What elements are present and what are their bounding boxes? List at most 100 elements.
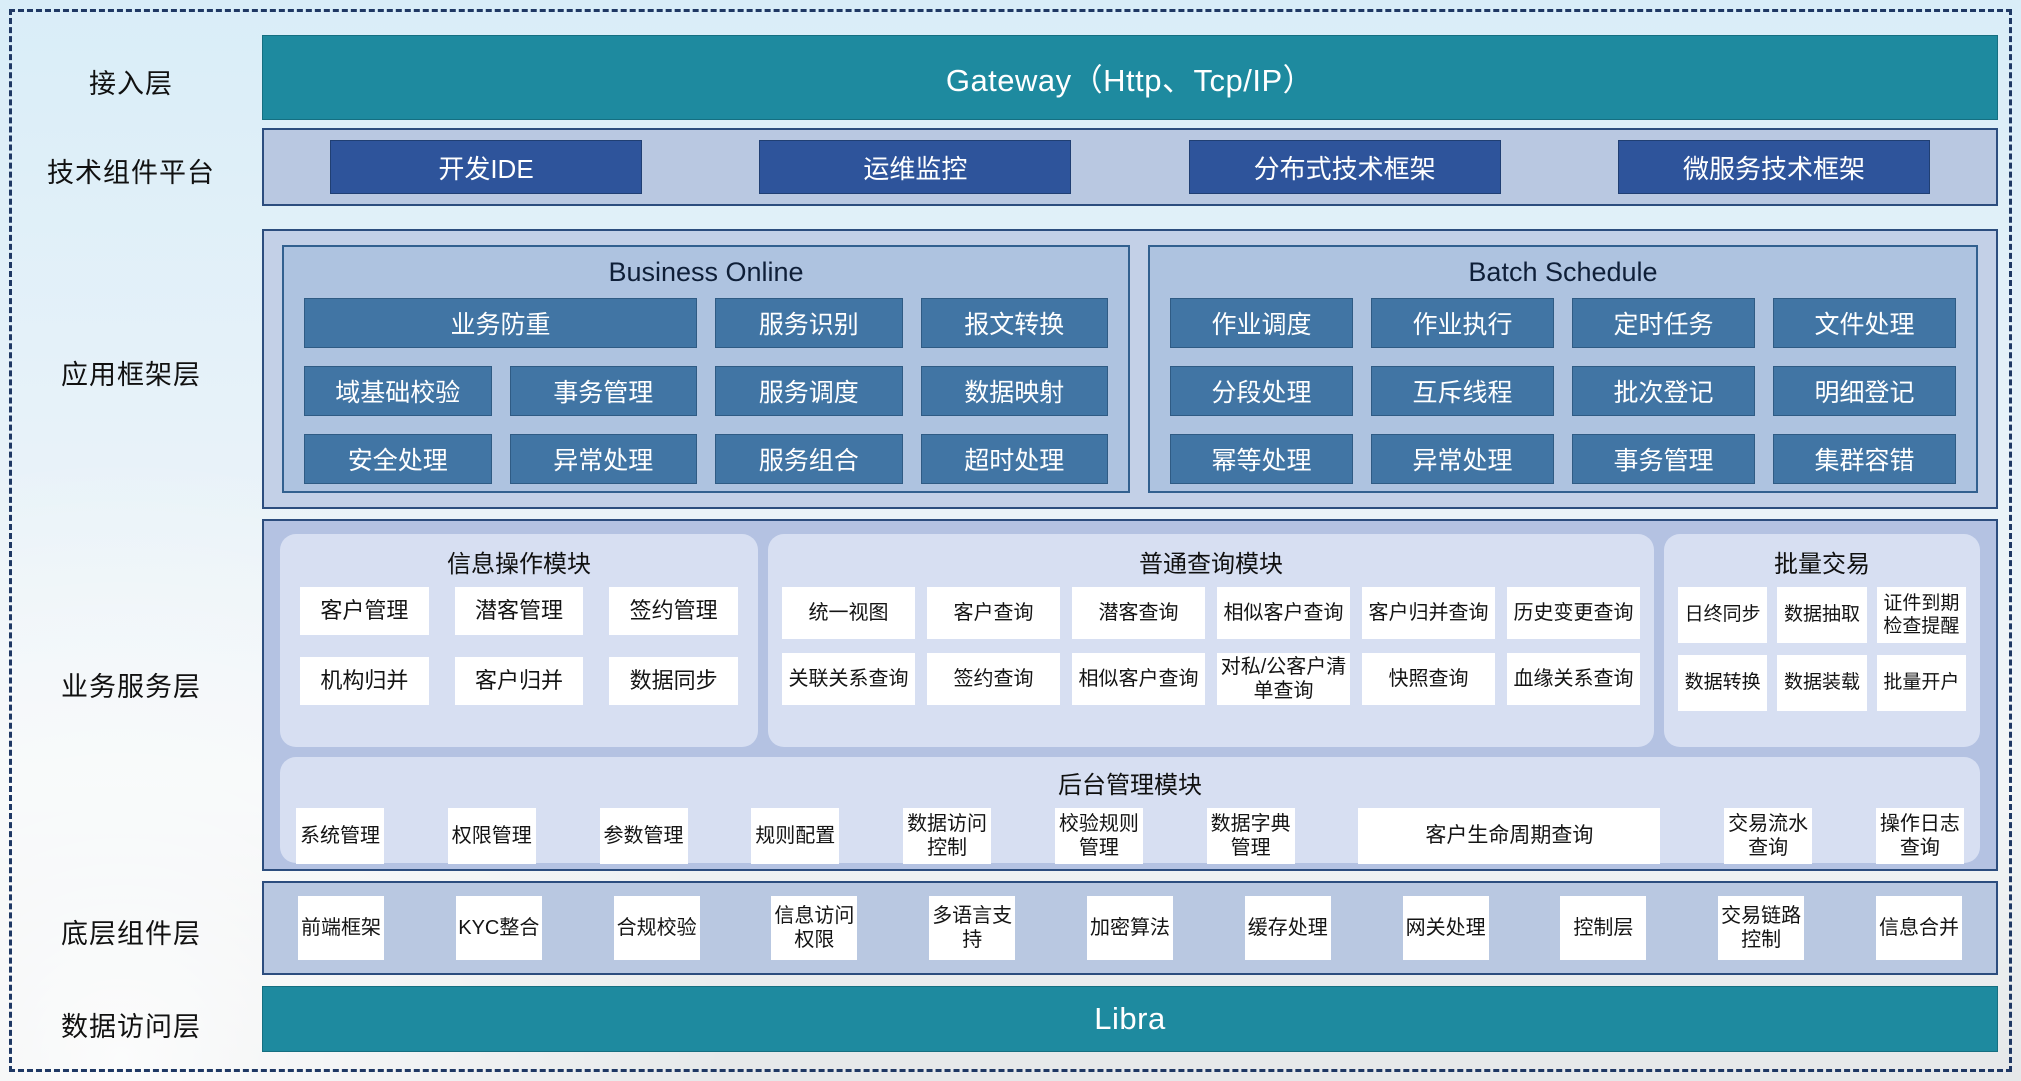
batch-transaction-block: 数据转换 bbox=[1678, 655, 1768, 711]
info-operation-module-panel: 信息操作模块 客户管理潜客管理签约管理机构归并客户归并数据同步 bbox=[280, 534, 758, 747]
backend-management-block: 数据访问控制 bbox=[903, 808, 992, 864]
info-operation-module-grid: 客户管理潜客管理签约管理机构归并客户归并数据同步 bbox=[294, 587, 744, 705]
tech-platform-block: 分布式技术框架 bbox=[1188, 140, 1501, 194]
base-component-block: 信息访问权限 bbox=[771, 896, 858, 960]
batch-schedule-panel: Batch Schedule 作业调度作业执行定时任务文件处理分段处理互斥线程批… bbox=[1148, 245, 1978, 493]
backend-management-block: 权限管理 bbox=[447, 808, 536, 864]
base-component-block: 缓存处理 bbox=[1244, 896, 1331, 960]
business-online-block: 服务识别 bbox=[715, 298, 903, 348]
base-component-block: 前端框架 bbox=[298, 896, 384, 960]
business-online-block: 域基础校验 bbox=[304, 366, 492, 416]
layer-label-data-access: 数据访问层 bbox=[61, 1012, 201, 1042]
business-online-title: Business Online bbox=[608, 257, 804, 287]
batch-schedule-block: 定时任务 bbox=[1572, 298, 1755, 348]
layer-label-business-service: 业务服务层 bbox=[61, 672, 201, 702]
business-online-grid: 业务防重服务识别报文转换域基础校验事务管理服务调度数据映射安全处理异常处理服务组… bbox=[304, 298, 1108, 484]
layer-label-access: 接入层 bbox=[89, 69, 173, 99]
general-query-block: 相似客户查询 bbox=[1217, 587, 1350, 639]
general-query-block: 潜客查询 bbox=[1072, 587, 1205, 639]
batch-schedule-grid: 作业调度作业执行定时任务文件处理分段处理互斥线程批次登记明细登记幂等处理异常处理… bbox=[1170, 298, 1956, 484]
batch-schedule-block: 批次登记 bbox=[1572, 366, 1755, 416]
batch-schedule-block: 异常处理 bbox=[1371, 434, 1554, 484]
info-operation-block: 客户归并 bbox=[454, 657, 584, 705]
info-operation-block: 数据同步 bbox=[609, 657, 738, 705]
batch-schedule-title: Batch Schedule bbox=[1468, 257, 1658, 287]
batch-schedule-block: 事务管理 bbox=[1572, 434, 1755, 484]
general-query-block: 客户查询 bbox=[927, 587, 1060, 639]
batch-transaction-block: 数据抽取 bbox=[1777, 587, 1867, 643]
base-component-block: KYC整合 bbox=[455, 896, 542, 960]
business-online-block: 业务防重 bbox=[304, 298, 697, 348]
base-component-block: 多语言支持 bbox=[929, 896, 1016, 960]
general-query-module-title: 普通查询模块 bbox=[1139, 551, 1283, 578]
gateway-bar-text: Gateway（Http、Tcp/IP） bbox=[945, 63, 1315, 98]
layer-label-tech-platform: 技术组件平台 bbox=[47, 158, 215, 188]
backend-management-panel: 后台管理模块 系统管理权限管理参数管理规则配置数据访问控制校验规则管理数据字典管… bbox=[280, 757, 1980, 864]
business-online-block: 事务管理 bbox=[509, 366, 697, 416]
backend-management-block: 校验规则管理 bbox=[1054, 808, 1143, 864]
business-service-top-row: 信息操作模块 客户管理潜客管理签约管理机构归并客户归并数据同步 普通查询模块 统… bbox=[280, 534, 1980, 747]
tech-platform-block: 运维监控 bbox=[759, 140, 1072, 194]
tech-platform-block: 开发IDE bbox=[330, 140, 642, 194]
business-online-block: 异常处理 bbox=[509, 434, 697, 484]
batch-transaction-title: 批量交易 bbox=[1774, 551, 1870, 578]
batch-transaction-grid: 日终同步数据抽取证件到期检查提醒数据转换数据装载批量开户 bbox=[1678, 587, 1966, 711]
general-query-block: 签约查询 bbox=[927, 653, 1060, 705]
backend-management-title: 后台管理模块 bbox=[1058, 772, 1202, 799]
business-online-block: 报文转换 bbox=[920, 298, 1108, 348]
base-component-block: 合规校验 bbox=[613, 896, 700, 960]
tech-platform-container: 开发IDE 运维监控 分布式技术框架 微服务技术框架 bbox=[262, 128, 1998, 206]
batch-schedule-block: 幂等处理 bbox=[1170, 434, 1353, 484]
info-operation-module-title: 信息操作模块 bbox=[447, 551, 591, 578]
backend-management-block: 操作日志查询 bbox=[1875, 808, 1964, 864]
tech-platform-block: 微服务技术框架 bbox=[1617, 140, 1930, 194]
info-operation-block: 机构归并 bbox=[300, 657, 429, 705]
base-components-container: 前端框架 KYC整合 合规校验 信息访问权限 多语言支持 加密算法 缓存处理 网关处理 控制层 交… bbox=[262, 881, 1998, 975]
business-online-block: 服务调度 bbox=[715, 366, 903, 416]
general-query-block: 血缘关系查询 bbox=[1507, 653, 1640, 705]
layer-label-app-framework: 应用框架层 bbox=[61, 360, 201, 390]
layer-label-base-components: 底层组件层 bbox=[61, 919, 201, 949]
backend-management-block: 交易流水查询 bbox=[1724, 808, 1813, 864]
general-query-block: 相似客户查询 bbox=[1072, 653, 1205, 705]
business-online-panel: Business Online 业务防重服务识别报文转换域基础校验事务管理服务调… bbox=[282, 245, 1130, 493]
info-operation-block: 客户管理 bbox=[300, 587, 429, 635]
app-framework-container: Business Online 业务防重服务识别报文转换域基础校验事务管理服务调… bbox=[262, 229, 1998, 509]
libra-bar-text: Libra bbox=[1094, 1001, 1166, 1036]
backend-management-block: 规则配置 bbox=[751, 808, 840, 864]
batch-schedule-block: 分段处理 bbox=[1170, 366, 1353, 416]
gateway-bar: Gateway（Http、Tcp/IP） bbox=[262, 35, 1998, 120]
base-component-block: 加密算法 bbox=[1086, 896, 1173, 960]
backend-management-row: 系统管理权限管理参数管理规则配置数据访问控制校验规则管理数据字典管理客户生命周期… bbox=[296, 808, 1964, 864]
base-component-block: 网关处理 bbox=[1402, 896, 1489, 960]
business-service-container: 信息操作模块 客户管理潜客管理签约管理机构归并客户归并数据同步 普通查询模块 统… bbox=[262, 519, 1998, 871]
general-query-block: 客户归并查询 bbox=[1362, 587, 1495, 639]
batch-schedule-block: 明细登记 bbox=[1773, 366, 1956, 416]
general-query-module-grid: 统一视图客户查询潜客查询相似客户查询客户归并查询历史变更查询关联关系查询签约查询… bbox=[782, 587, 1640, 705]
info-operation-block: 签约管理 bbox=[609, 587, 738, 635]
backend-management-block: 数据字典管理 bbox=[1206, 808, 1295, 864]
general-query-block: 关联关系查询 bbox=[782, 653, 915, 705]
general-query-block: 快照查询 bbox=[1362, 653, 1495, 705]
batch-schedule-block: 集群容错 bbox=[1773, 434, 1956, 484]
batch-schedule-block: 作业执行 bbox=[1371, 298, 1554, 348]
general-query-module-panel: 普通查询模块 统一视图客户查询潜客查询相似客户查询客户归并查询历史变更查询关联关… bbox=[768, 534, 1654, 747]
business-online-block: 超时处理 bbox=[920, 434, 1108, 484]
business-online-block: 安全处理 bbox=[304, 434, 492, 484]
general-query-block: 历史变更查询 bbox=[1507, 587, 1640, 639]
backend-management-block: 客户生命周期查询 bbox=[1358, 808, 1661, 864]
batch-transaction-block: 批量开户 bbox=[1876, 655, 1966, 711]
base-component-block: 信息合并 bbox=[1875, 896, 1962, 960]
batch-schedule-block: 互斥线程 bbox=[1371, 366, 1554, 416]
batch-transaction-block: 数据装载 bbox=[1777, 655, 1867, 711]
business-online-block: 数据映射 bbox=[920, 366, 1108, 416]
batch-transaction-panel: 批量交易 日终同步数据抽取证件到期检查提醒数据转换数据装载批量开户 bbox=[1664, 534, 1980, 747]
base-component-block: 交易链路控制 bbox=[1718, 896, 1805, 960]
base-component-block: 控制层 bbox=[1560, 896, 1647, 960]
batch-transaction-block: 日终同步 bbox=[1678, 587, 1768, 643]
general-query-block: 统一视图 bbox=[782, 587, 915, 639]
business-online-block: 服务组合 bbox=[715, 434, 903, 484]
general-query-block: 对私/公客户清单查询 bbox=[1217, 653, 1350, 705]
libra-bar: Libra bbox=[262, 986, 1998, 1052]
batch-transaction-block: 证件到期检查提醒 bbox=[1876, 587, 1966, 643]
